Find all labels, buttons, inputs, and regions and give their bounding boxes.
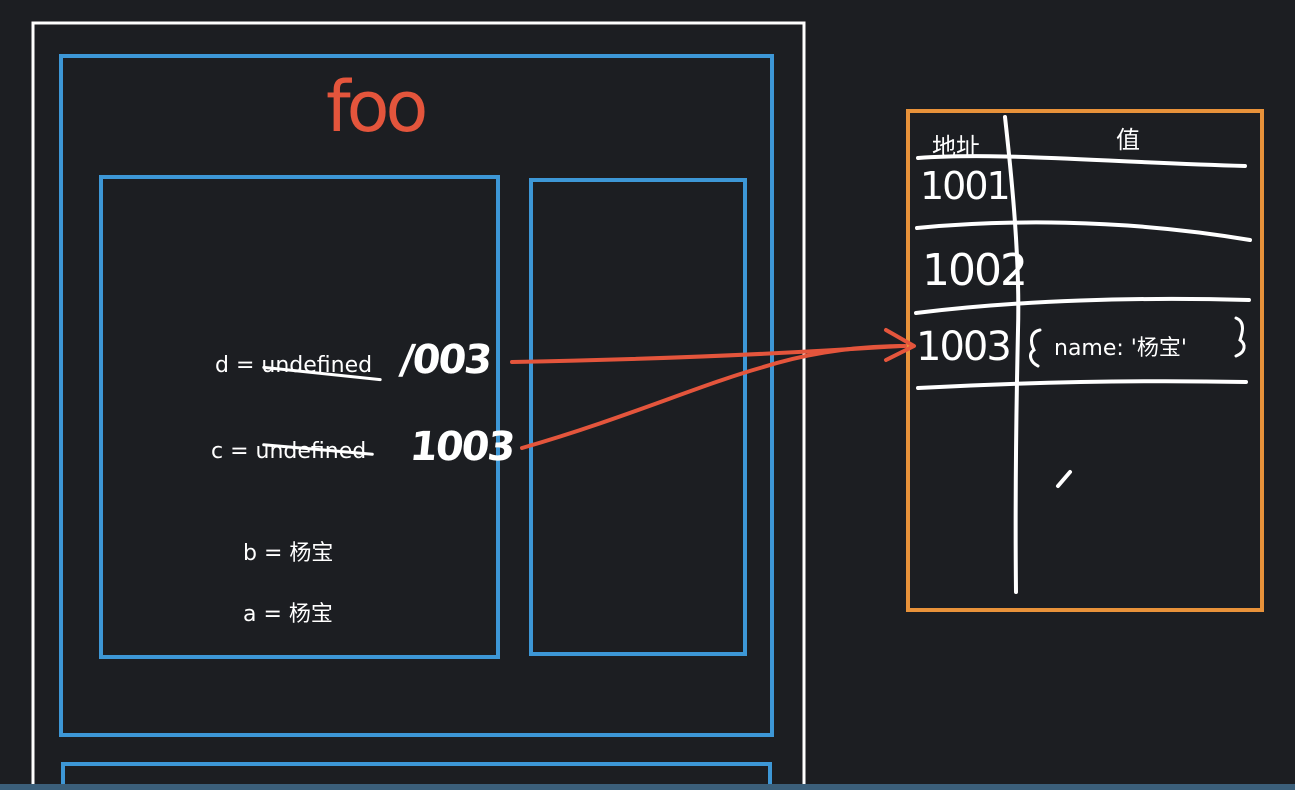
- memory-address-1003: 1003: [916, 324, 1012, 370]
- variable-a: a = 杨宝: [243, 602, 333, 627]
- table-row-line-3: [914, 296, 1251, 315]
- table-column-divider: [1003, 115, 1021, 594]
- arrow-c-to-1003: [520, 344, 907, 450]
- memory-header-value: 值: [1116, 126, 1140, 154]
- memory-address-1002: 1002: [922, 245, 1028, 296]
- table-row-line-2: [915, 220, 1252, 242]
- pencil-cursor-icon: [1056, 470, 1072, 488]
- bottom-bar: [0, 784, 1295, 790]
- handwritten-c-address: 1003: [407, 424, 516, 470]
- variable-b: b = 杨宝: [243, 541, 334, 566]
- memory-header-address: 地址: [932, 133, 980, 161]
- outer-frame: [31, 21, 806, 790]
- table-row-line-4: [916, 379, 1248, 390]
- inner-right-box: [529, 178, 747, 656]
- scope-title: foo: [326, 66, 428, 148]
- variable-object-box: [99, 175, 500, 659]
- memory-value-1003: name: '杨宝': [1054, 336, 1187, 361]
- table-row-line-1: [916, 154, 1247, 168]
- value-open-brace: [1029, 328, 1042, 368]
- value-close-brace: [1234, 316, 1246, 358]
- arrowhead: [884, 328, 916, 362]
- memory-table-frame: [906, 109, 1264, 612]
- memory-address-1001: 1001: [920, 164, 1011, 208]
- handwritten-d-address: /003: [397, 337, 493, 383]
- foo-scope-box: [59, 54, 774, 737]
